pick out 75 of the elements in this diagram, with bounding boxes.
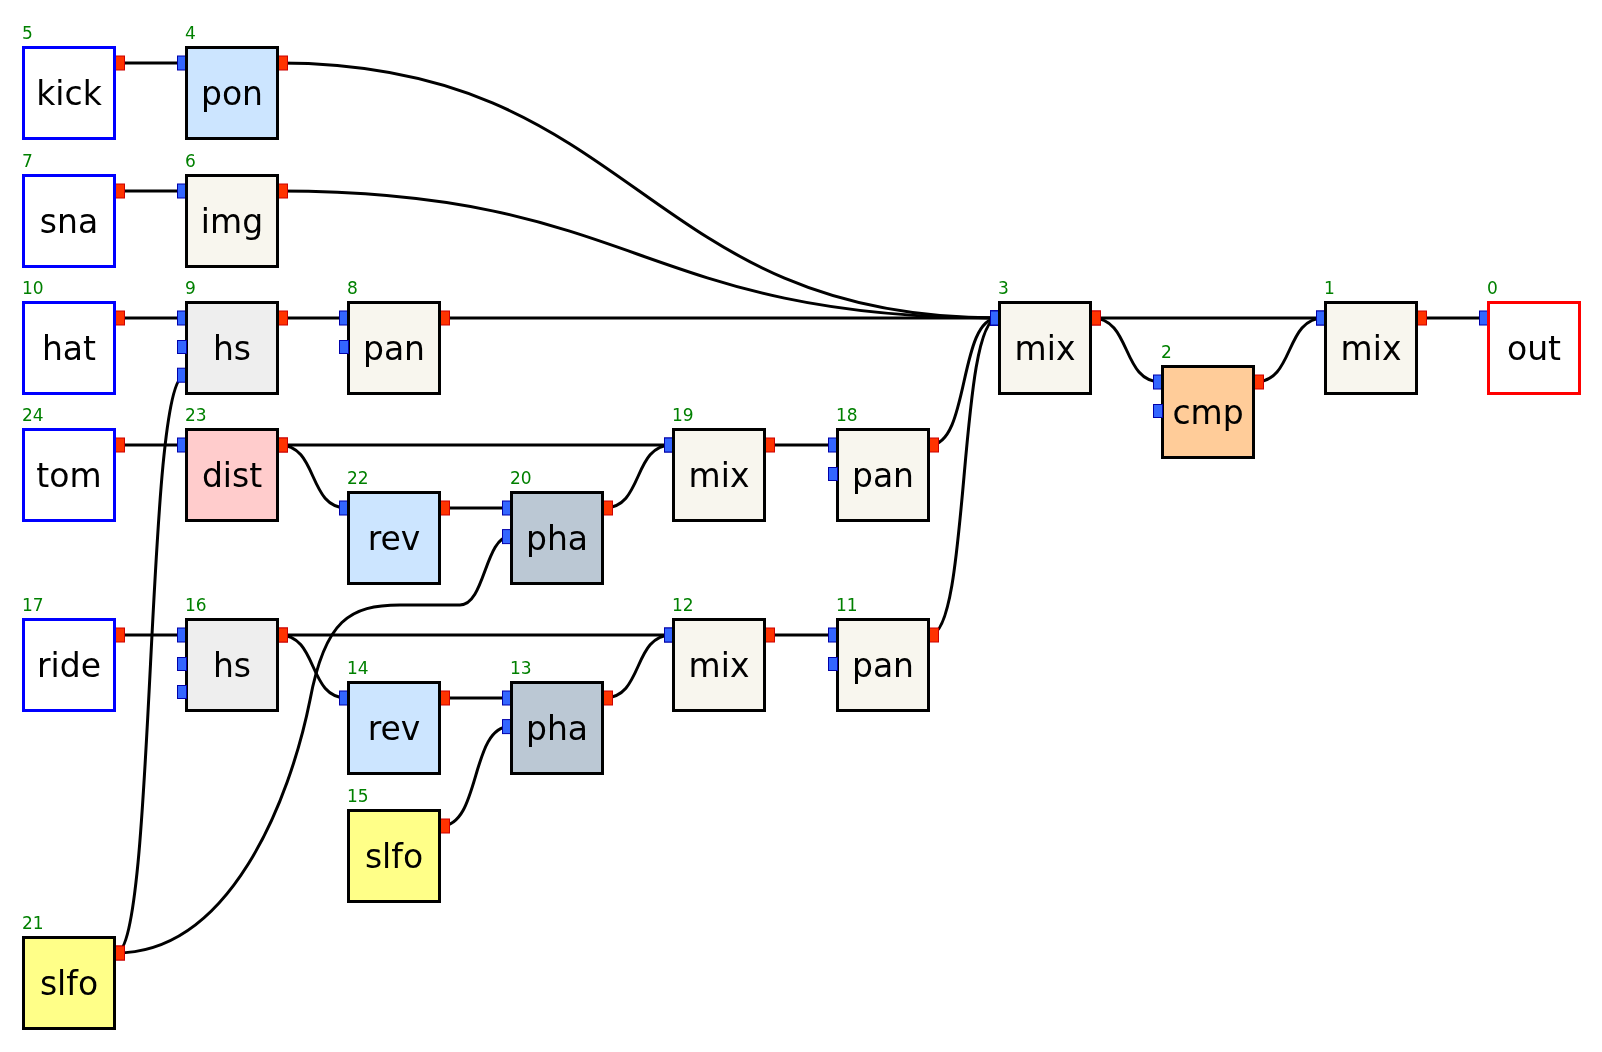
node-number: 16 [185, 597, 207, 614]
module-box [836, 618, 930, 712]
node-number: 17 [22, 597, 44, 614]
node-number: 8 [347, 280, 358, 297]
module-label: cmp [1172, 395, 1244, 429]
module-box [1161, 365, 1255, 459]
module-box [185, 428, 279, 522]
module-box [1487, 301, 1581, 395]
module-box [22, 301, 116, 395]
node-number: 2 [1161, 344, 1172, 361]
module-box [510, 491, 604, 585]
module-label: dist [201, 458, 263, 492]
module-label: pan [851, 648, 915, 682]
module-box [1324, 301, 1418, 395]
node-number: 10 [22, 280, 44, 297]
node-number: 1 [1324, 280, 1335, 297]
module-box [22, 936, 116, 1030]
module-box [347, 301, 441, 395]
module-label: tom [36, 458, 102, 492]
module-label: sna [39, 204, 99, 238]
node-number: 11 [836, 597, 858, 614]
node-number: 20 [510, 470, 532, 487]
node-number: 21 [22, 915, 44, 932]
module-label: pan [851, 458, 915, 492]
module-label: rev [367, 521, 421, 555]
module-label: mix [1340, 331, 1402, 365]
node-number: 7 [22, 153, 33, 170]
module-label: mix [688, 648, 750, 682]
node-number: 9 [185, 280, 196, 297]
node-number: 0 [1487, 280, 1498, 297]
module-box [22, 174, 116, 268]
node-number: 6 [185, 153, 196, 170]
module-label: ride [37, 648, 101, 682]
module-label: pon [200, 76, 264, 110]
module-label: hs [212, 648, 252, 682]
module-box [672, 618, 766, 712]
module-box [22, 428, 116, 522]
node-number: 14 [347, 660, 369, 677]
module-box [22, 46, 116, 140]
node-number: 24 [22, 407, 44, 424]
module-box [998, 301, 1092, 395]
module-box [510, 681, 604, 775]
node-number: 22 [347, 470, 369, 487]
module-label: mix [1014, 331, 1076, 365]
node-number: 3 [998, 280, 1009, 297]
module-label: mix [688, 458, 750, 492]
module-label: pan [362, 331, 426, 365]
module-box [347, 491, 441, 585]
module-label: pha [525, 711, 589, 745]
node-number: 19 [672, 407, 694, 424]
node-number: 18 [836, 407, 858, 424]
module-box [185, 174, 279, 268]
module-box [672, 428, 766, 522]
module-label: pha [525, 521, 589, 555]
node-number: 13 [510, 660, 532, 677]
node-number: 5 [22, 25, 33, 42]
module-label: img [200, 204, 264, 238]
module-label: slfo [364, 839, 424, 873]
module-label: kick [36, 76, 102, 110]
module-box [347, 809, 441, 903]
module-label: slfo [39, 966, 99, 1000]
module-box [185, 46, 279, 140]
module-box [185, 618, 279, 712]
node-number: 15 [347, 788, 369, 805]
module-box [22, 618, 116, 712]
module-label: rev [367, 711, 421, 745]
node-number: 23 [185, 407, 207, 424]
module-box [836, 428, 930, 522]
module-box [347, 681, 441, 775]
module-box [185, 301, 279, 395]
node-number: 4 [185, 25, 196, 42]
node-number: 12 [672, 597, 694, 614]
module-label: hs [212, 331, 252, 365]
module-label: hat [41, 331, 97, 365]
module-label: out [1506, 331, 1561, 365]
